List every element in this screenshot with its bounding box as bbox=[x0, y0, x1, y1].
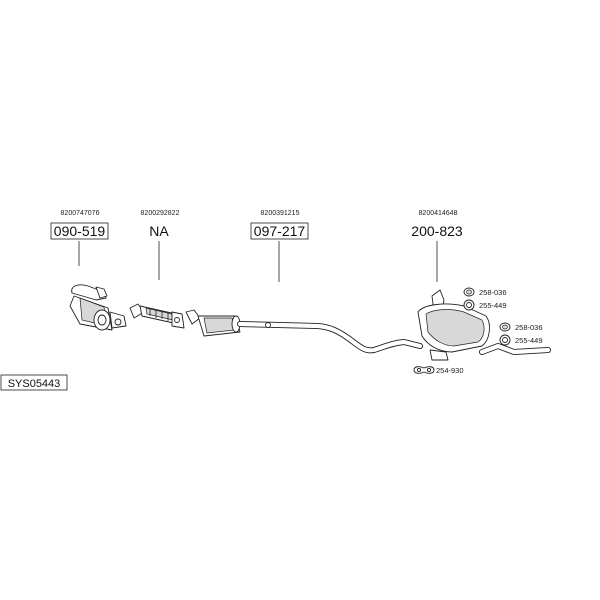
clamp-ring-icon[interactable] bbox=[463, 299, 475, 311]
rubber-mount-icon[interactable] bbox=[463, 287, 475, 297]
part-number-label[interactable]: 090-519 bbox=[54, 223, 106, 239]
rear-silencer-icon[interactable] bbox=[417, 289, 551, 361]
system-code-box bbox=[0, 374, 68, 391]
oe-number-label: 8200292822 bbox=[141, 210, 180, 217]
oe-number-label: 8200391215 bbox=[261, 210, 300, 217]
accessory-part-number[interactable]: 258-036 bbox=[515, 323, 543, 332]
accessory-254-930: 254-930 bbox=[413, 366, 464, 375]
part-number-box bbox=[50, 222, 109, 240]
part-group-090-519: 8200747076 090-519 bbox=[50, 210, 127, 331]
flex-pipe-icon[interactable] bbox=[129, 303, 185, 329]
intermediate-pipe-icon[interactable] bbox=[185, 309, 423, 354]
accessory-255-449: 255-449 bbox=[463, 299, 507, 311]
accessory-part-number[interactable]: 255-449 bbox=[479, 301, 507, 310]
part-number-box bbox=[250, 222, 309, 240]
part-group-200-823: 8200414648 200-823 bbox=[411, 210, 551, 361]
part-number-label[interactable]: 097-217 bbox=[254, 223, 306, 239]
accessory-part-number[interactable]: 255-449 bbox=[515, 336, 543, 345]
part-number-label[interactable]: NA bbox=[149, 223, 169, 239]
accessory-part-number[interactable]: 254-930 bbox=[436, 366, 464, 375]
accessory-part-number[interactable]: 258-036 bbox=[479, 288, 507, 297]
system-code-group: SYS05443 bbox=[0, 374, 68, 391]
clamp-ring-icon[interactable] bbox=[499, 334, 511, 346]
oe-number-label: 8200747076 bbox=[61, 210, 100, 217]
part-number-label[interactable]: 200-823 bbox=[411, 223, 463, 239]
part-group-na: 8200292822 NA bbox=[129, 210, 185, 329]
part-group-097-217: 8200391215 097-217 bbox=[185, 210, 423, 354]
rubber-mount-icon[interactable] bbox=[499, 322, 511, 332]
system-code-label: SYS05443 bbox=[8, 378, 61, 390]
catalytic-converter-icon[interactable] bbox=[69, 284, 127, 331]
oe-number-label: 8200414648 bbox=[419, 210, 458, 217]
accessory-258-036: 258-036 bbox=[499, 322, 543, 332]
accessory-258-036: 258-036 bbox=[463, 287, 507, 297]
accessory-255-449: 255-449 bbox=[499, 334, 543, 346]
gasket-icon[interactable] bbox=[413, 366, 435, 374]
